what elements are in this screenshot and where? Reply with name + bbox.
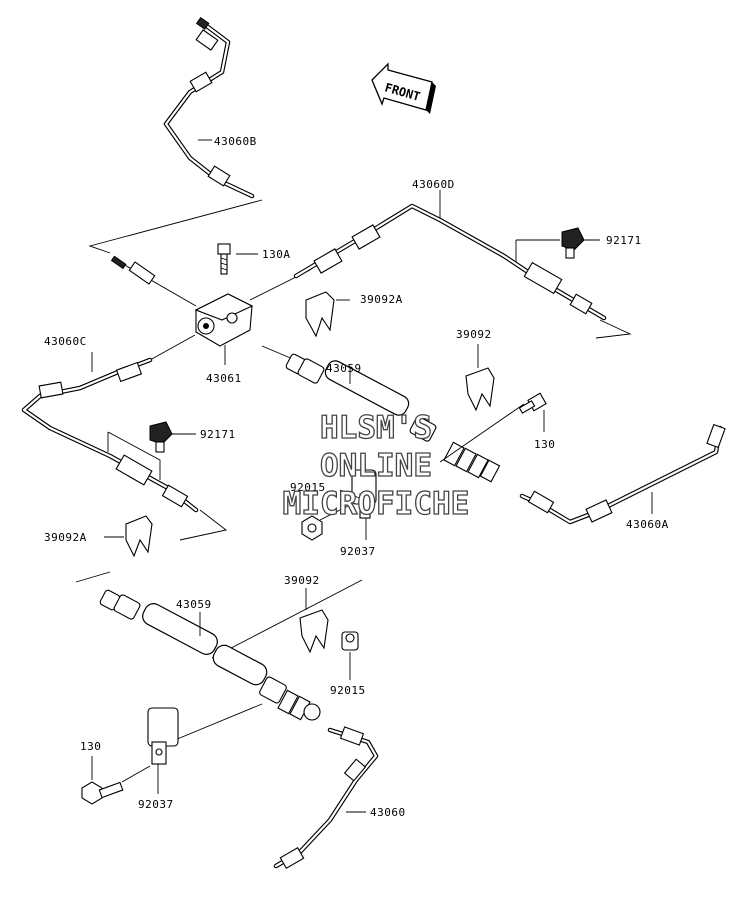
clip-92171-left <box>149 421 173 453</box>
clip-39092-bottom <box>299 609 329 654</box>
watermark: HLSM'S ONLINE MICROFICHE <box>282 409 470 522</box>
leader-line <box>149 334 196 361</box>
label-130-top: 130 <box>534 438 555 451</box>
pipe-fitting <box>110 255 156 285</box>
label-39092-top: 39092 <box>456 328 492 341</box>
brake-pipe-43060B <box>163 16 255 199</box>
label-39092A-top: 39092A <box>360 293 403 306</box>
bracket-92037-bottom <box>147 707 179 765</box>
label-39092A-left: 39092A <box>44 531 87 544</box>
label-43060C: 43060C <box>44 335 87 348</box>
watermark-line-2: ONLINE <box>320 448 432 484</box>
leader-92015-top <box>339 489 365 501</box>
brake-pipe-43060C <box>21 357 199 513</box>
clip-92171-right <box>561 227 585 259</box>
projection-line <box>515 239 632 339</box>
tee-block-43061 <box>194 293 254 347</box>
label-92171-left: 92171 <box>200 428 236 441</box>
brake-hose-43059-top <box>261 345 501 483</box>
watermark-line-3: MICROFICHE <box>283 486 470 522</box>
clip-39092A-top <box>305 291 335 338</box>
brake-pipe-43060D <box>293 203 607 321</box>
clip-39092-top <box>465 367 495 412</box>
label-43060B: 43060B <box>214 135 257 148</box>
label-130-bottom: 130 <box>80 740 101 753</box>
leader-line <box>439 403 525 463</box>
label-43059-bottom: 43059 <box>176 598 212 611</box>
label-130A: 130A <box>262 248 291 261</box>
label-92171-right: 92171 <box>606 234 642 247</box>
leader-line <box>115 259 197 307</box>
brake-pipe-43060 <box>273 726 379 869</box>
nut-92015-top <box>301 515 323 541</box>
label-43059-top: 43059 <box>326 362 362 375</box>
front-direction-arrow: FRONT <box>371 62 436 114</box>
bolt-130-bottom <box>81 781 124 805</box>
projection-line <box>88 199 263 254</box>
nut-92015-bottom <box>341 631 359 651</box>
projection-line <box>75 571 363 743</box>
clip-39092A-left <box>125 515 153 558</box>
label-92037-bottom: 92037 <box>138 798 174 811</box>
brake-hose-43059-bottom <box>99 589 321 721</box>
label-43060D: 43060D <box>412 178 455 191</box>
label-43060: 43060 <box>370 806 406 819</box>
label-92015-top: 92015 <box>290 481 326 494</box>
brake-pipe-43060A <box>519 423 726 525</box>
leader-line <box>319 503 353 521</box>
bolt-130-top <box>518 392 547 414</box>
projection-line <box>107 431 228 541</box>
label-92037-top: 92037 <box>340 545 376 558</box>
bolt-130A <box>217 243 231 275</box>
bracket-92037-top <box>351 469 377 519</box>
leader-line <box>121 765 151 783</box>
watermark-line-1: HLSM'S <box>320 410 432 446</box>
label-43061: 43061 <box>206 372 242 385</box>
label-92015-bottom: 92015 <box>330 684 366 697</box>
label-43060A: 43060A <box>626 518 669 531</box>
label-39092-bottom: 39092 <box>284 574 320 587</box>
